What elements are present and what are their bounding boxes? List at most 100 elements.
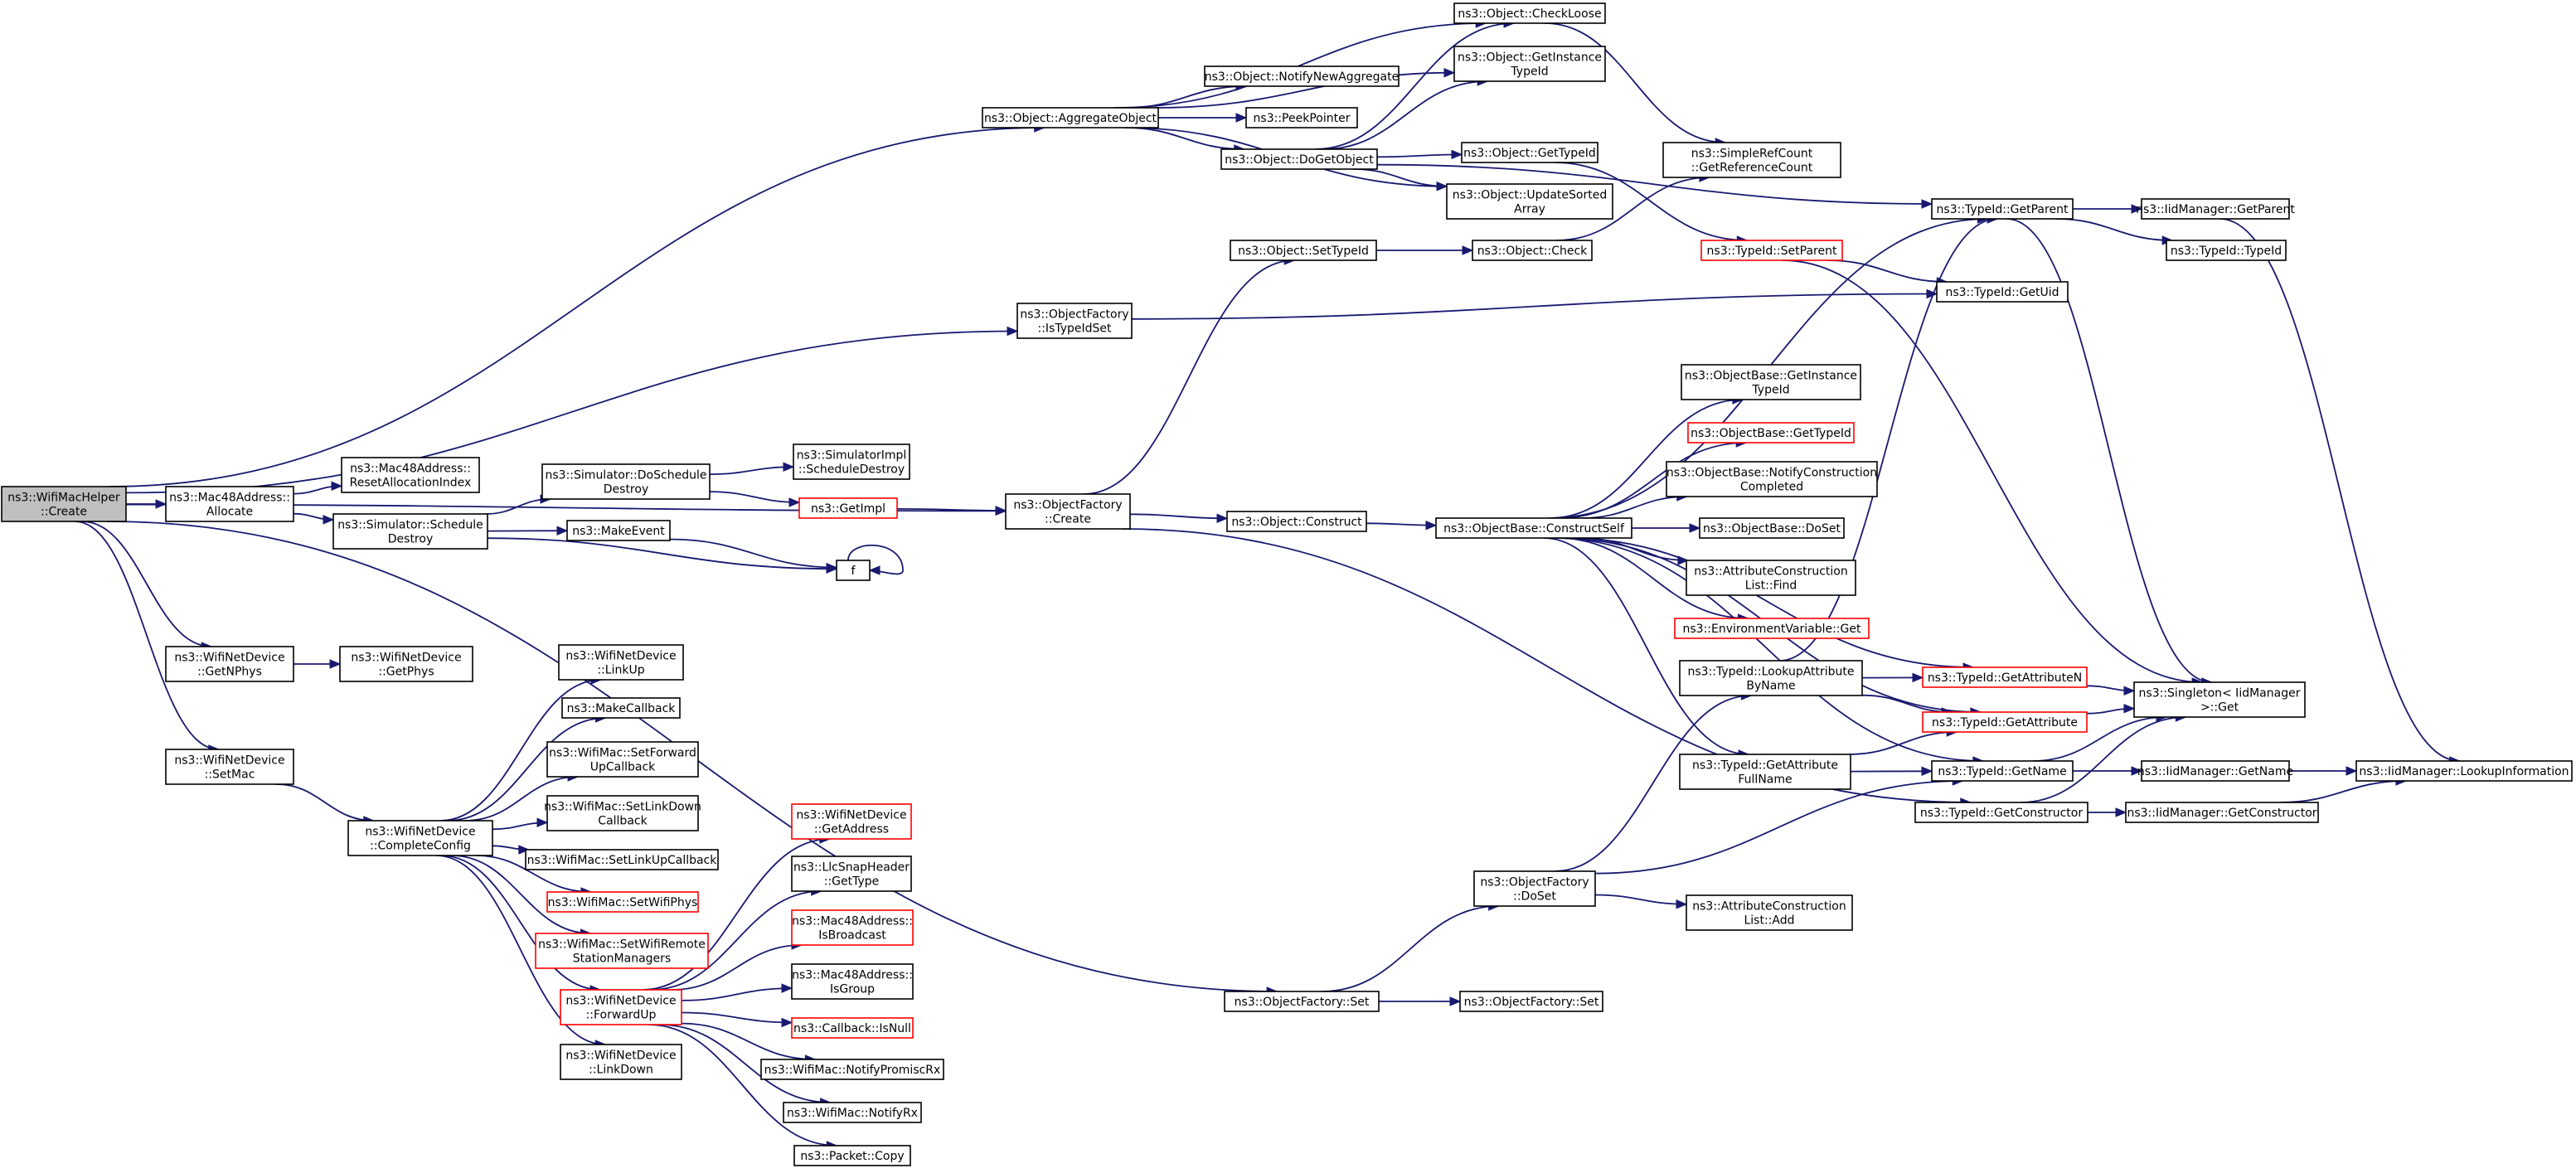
node-fwdup[interactable]: ns3::WifiNetDevice::ForwardUp	[560, 989, 682, 1025]
node-f[interactable]: f	[836, 560, 871, 581]
node-completecfg[interactable]: ns3::WifiNetDevice::CompleteConfig	[347, 820, 493, 856]
node-checkloose[interactable]: ns3::Object::CheckLoose	[1453, 2, 1606, 24]
node-tidgetname[interactable]: ns3::TypeId::GetName	[1931, 760, 2074, 782]
node-simimpl[interactable]: ns3::SimulatorImpl::ScheduleDestroy	[793, 444, 910, 480]
node-label: ns3::TypeId::TypeId	[2171, 245, 2282, 258]
call-edge	[293, 481, 343, 495]
node-label: ::CompleteConfig	[370, 840, 471, 853]
edge-line	[648, 1024, 837, 1146]
edge-line	[1554, 162, 1748, 241]
edge-line	[1113, 22, 1487, 109]
node-getnphys[interactable]: ns3::WifiNetDevice::GetNPhys	[165, 646, 294, 682]
node-constructself[interactable]: ns3::ObjectBase::ConstructSelf	[1435, 517, 1632, 539]
node-ofset[interactable]: ns3::ObjectFactory::Set	[1224, 991, 1380, 1012]
node-obnotify[interactable]: ns3::ObjectBase::NotifyConstructionCompl…	[1666, 461, 1878, 497]
node-ofset2[interactable]: ns3::ObjectFactory::Set	[1459, 991, 1603, 1012]
edge-line	[709, 491, 800, 503]
node-label: Destroy	[388, 533, 433, 546]
node-setwifiphys[interactable]: ns3::WifiMac::SetWifiPhys	[546, 891, 699, 913]
edge-line	[447, 717, 606, 822]
node-notifyagg[interactable]: ns3::Object::NotifyNewAggregate	[1204, 65, 1400, 87]
node-setremote[interactable]: ns3::WifiMac::SetWifiRemoteStationManage…	[535, 933, 709, 969]
node-getattr[interactable]: ns3::TypeId::GetAttribute	[1922, 711, 2088, 733]
node-iidparent[interactable]: ns3::IidManager::GetParent	[2136, 198, 2295, 220]
node-aggregate[interactable]: ns3::Object::AggregateObject	[982, 107, 1159, 128]
node-box	[1453, 46, 1606, 82]
node-iidgetctor[interactable]: ns3::IidManager::GetConstructor	[2125, 802, 2319, 823]
call-edge	[1594, 894, 1688, 909]
node-isgroup[interactable]: ns3::Mac48Address::IsGroup	[791, 963, 914, 1000]
node-root[interactable]: ns3::WifiMacHelper::Create	[1, 486, 127, 522]
node-dogetobj[interactable]: ns3::Object::DoGetObject	[1220, 148, 1378, 170]
node-setlinkup[interactable]: ns3::WifiMac::SetLinkUpCallback	[525, 849, 719, 870]
edge-line	[1781, 259, 2203, 683]
node-lookupinfo[interactable]: ns3::IidManager::LookupInformation	[2355, 760, 2573, 782]
node-pktcopy[interactable]: ns3::Packet::Copy	[793, 1145, 911, 1166]
node-box	[535, 933, 709, 969]
node-box	[558, 644, 684, 681]
node-objcheck[interactable]: ns3::Object::Check	[1472, 240, 1593, 261]
node-getphys[interactable]: ns3::WifiNetDevice::GetPhys	[339, 646, 473, 682]
node-linkdown[interactable]: ns3::WifiNetDevice::LinkDown	[560, 1044, 682, 1080]
node-iidgetname[interactable]: ns3::IidManager::GetName	[2137, 760, 2293, 782]
node-notifyrx[interactable]: ns3::WifiMac::NotifyRx	[783, 1102, 922, 1123]
node-obdoset[interactable]: ns3::ObjectBase::DoSet	[1699, 517, 1845, 539]
node-label: ns3::Simulator::DoSchedule	[546, 469, 707, 482]
node-objgettid[interactable]: ns3::Object::GetTypeId	[1461, 142, 1598, 163]
node-ofistype[interactable]: ns3::ObjectFactory::IsTypeIdSet	[1016, 303, 1133, 339]
node-simpleref[interactable]: ns3::SimpleRefCount::GetReferenceCount	[1662, 142, 1841, 178]
node-label: ns3::WifiNetDevice	[174, 652, 284, 665]
edge-line	[1376, 153, 1463, 158]
node-isbcast[interactable]: ns3::Mac48Address::IsBroadcast	[791, 909, 914, 946]
node-ofdoset[interactable]: ns3::ObjectFactory::DoSet	[1473, 870, 1596, 907]
node-getimpl[interactable]: ns3::GetImpl	[798, 497, 898, 519]
node-box	[1679, 754, 1851, 790]
node-tiduid[interactable]: ns3::TypeId::GetUid	[1936, 281, 2069, 303]
node-makecb[interactable]: ns3::MakeCallback	[561, 697, 681, 719]
node-simsched[interactable]: ns3::Simulator::ScheduleDestroy	[332, 513, 488, 550]
node-envget[interactable]: ns3::EnvironmentVariable::Get	[1674, 618, 1870, 639]
node-m48reset[interactable]: ns3::Mac48Address::ResetAllocationIndex	[341, 457, 480, 493]
node-getattrn[interactable]: ns3::TypeId::GetAttributeN	[1922, 666, 2088, 688]
node-tidsetparent[interactable]: ns3::TypeId::SetParent	[1700, 240, 1843, 261]
node-makeevent[interactable]: ns3::MakeEvent	[566, 520, 671, 541]
node-peek[interactable]: ns3::PeekPointer	[1245, 107, 1358, 128]
call-edge	[81, 521, 213, 652]
node-linkup[interactable]: ns3::WifiNetDevice::LinkUp	[558, 644, 684, 681]
node-label: ns3::WifiMac::SetLinkUpCallback	[527, 854, 718, 867]
node-label: ns3::PeekPointer	[1254, 112, 1351, 125]
node-objconstruct[interactable]: ns3::Object::Construct	[1226, 511, 1367, 532]
node-ofcreate[interactable]: ns3::ObjectFactory::Create	[1005, 493, 1131, 530]
node-tidgetctor[interactable]: ns3::TypeId::GetConstructor	[1914, 802, 2088, 823]
node-getaddr[interactable]: ns3::WifiNetDevice::GetAddress	[791, 803, 912, 840]
call-edge	[125, 326, 1019, 494]
node-setTypeId[interactable]: ns3::Object::SetTypeId	[1230, 240, 1377, 261]
node-label: ::ForwardUp	[586, 1009, 657, 1022]
arrowhead	[2123, 703, 2136, 714]
call-edge	[492, 817, 549, 831]
arrowhead	[1425, 520, 1438, 531]
node-label: FullName	[1738, 773, 1792, 787]
node-singleton[interactable]: ns3::Singleton< IidManager >::Get	[2133, 681, 2306, 718]
node-notifyprom[interactable]: ns3::WifiMac::NotifyPromiscRx	[760, 1059, 944, 1080]
node-label: ns3::TypeId::GetConstructor	[1920, 807, 2083, 820]
node-obgettid[interactable]: ns3::ObjectBase::GetTypeId	[1687, 422, 1855, 444]
node-llcgettype[interactable]: ns3::LlcSnapHeader::GetType	[791, 856, 912, 892]
node-cbisnull[interactable]: ns3::Callback::IsNull	[791, 1017, 914, 1039]
node-tidparent[interactable]: ns3::TypeId::GetParent	[1931, 198, 2074, 220]
node-m48alloc[interactable]: ns3::Mac48Address::Allocate	[165, 486, 294, 522]
node-box	[546, 741, 699, 778]
node-setmac[interactable]: ns3::WifiNetDevice::SetMac	[165, 749, 294, 785]
node-label: ns3::Object::NotifyNewAggregate	[1205, 70, 1399, 84]
node-tidtid[interactable]: ns3::TypeId::TypeId	[2166, 240, 2287, 261]
